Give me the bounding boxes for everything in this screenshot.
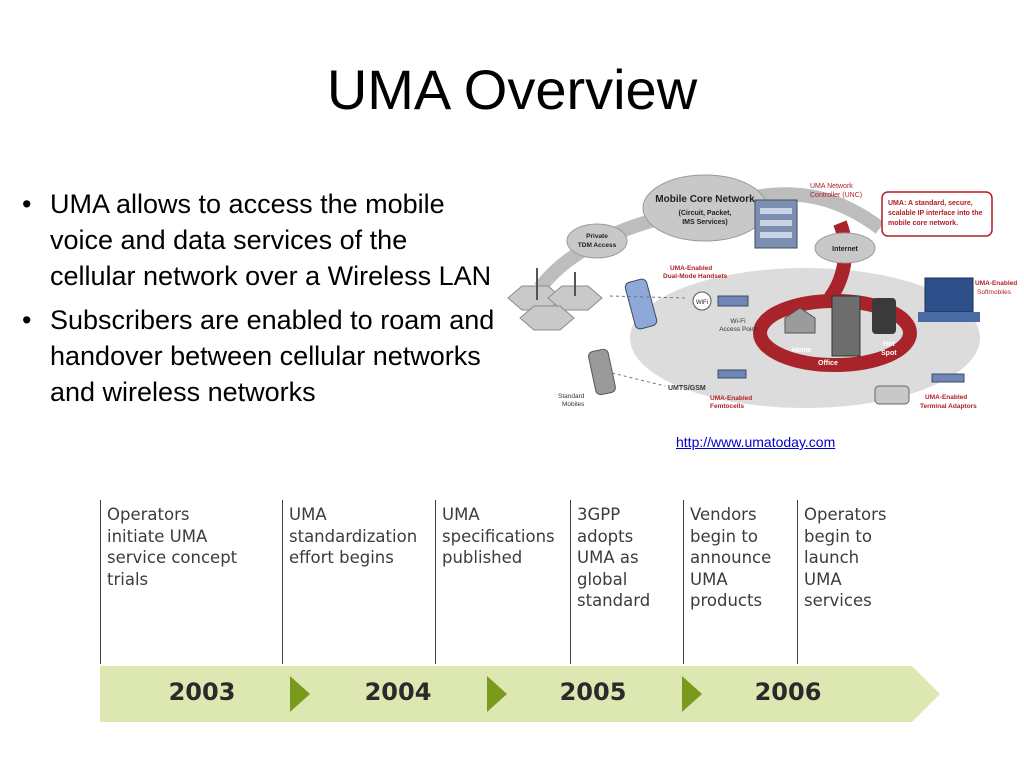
core-network-cloud [642, 174, 768, 242]
svg-text:UMA-Enabled: UMA-Enabled [925, 394, 967, 401]
svg-text:Standard: Standard [558, 393, 585, 400]
svg-text:UMA: A standard, secure,: UMA: A standard, secure, [888, 200, 973, 207]
dual-mode-phone-icon [624, 278, 658, 330]
standard-mobile-icon [588, 348, 616, 396]
timeline-year: 2006 [754, 678, 822, 706]
timeline-arrow-icon [682, 676, 702, 712]
bullet-item: •Subscribers are enabled to roam and han… [22, 305, 495, 407]
office-building-icon [831, 295, 861, 357]
source-link[interactable]: http://www.umatoday.com [676, 434, 836, 450]
terminal-adaptor-icon [931, 373, 965, 383]
timeline-year: 2005 [559, 678, 627, 706]
svg-text:scalable IP interface into the: scalable IP interface into the [888, 210, 983, 217]
svg-text:Spot: Spot [881, 350, 897, 357]
timeline-bar [100, 666, 940, 722]
svg-text:WiFi: WiFi [696, 300, 708, 306]
bullet-text: UMA allows to access the mobile voice an… [50, 189, 492, 291]
timeline-band [100, 666, 940, 722]
timeline-arrow-icon [487, 676, 507, 712]
timeline-event: UMA standardization effort begins [282, 500, 435, 664]
svg-text:Softmobiles: Softmobiles [977, 289, 1012, 296]
uma-network-diagram: Mobile Core Network (Circuit, Packet, IM… [507, 174, 1017, 410]
bullet-text: Subscribers are enabled to roam and hand… [50, 305, 495, 407]
svg-text:Internet: Internet [832, 246, 858, 253]
svg-text:UMA-Enabled: UMA-Enabled [975, 280, 1017, 287]
desk-phone-icon [874, 385, 910, 405]
svg-text:Hot: Hot [883, 341, 895, 348]
bullet-item: •UMA allows to access the mobile voice a… [22, 189, 492, 291]
internet-cloud [814, 232, 876, 264]
timeline-event: 3GPP adopts UMA as global standard [570, 500, 683, 664]
core-network-sub-1: (Circuit, Packet, [679, 210, 732, 217]
timeline-event: UMA specifications published [435, 500, 570, 664]
timeline-year: 2004 [364, 678, 432, 706]
svg-text:Office: Office [818, 360, 838, 367]
svg-text:Femtocells: Femtocells [710, 403, 744, 410]
bullet-list: •UMA allows to access the mobile voice a… [18, 186, 498, 418]
svg-text:Access Point: Access Point [719, 326, 757, 333]
timeline-arrow-icon [290, 676, 310, 712]
access-point-icon [717, 295, 749, 307]
svg-text:Home: Home [792, 347, 812, 354]
unc-label-2: Controller (UNC) [810, 192, 862, 199]
femtocell-icon [717, 369, 747, 379]
wifi-icon [692, 291, 712, 311]
core-link [748, 187, 885, 234]
svg-text:UMTS/GSM: UMTS/GSM [668, 385, 706, 392]
svg-text:UMA-Enabled: UMA-Enabled [670, 265, 712, 272]
private-tdm-cloud [566, 223, 628, 259]
page-title: UMA Overview [326, 58, 698, 121]
svg-text:Dual-Mode Handsets: Dual-Mode Handsets [663, 273, 728, 280]
svg-text:Wi-Fi: Wi-Fi [730, 318, 745, 325]
laptop-icon [924, 277, 974, 313]
timeline-event: Operators initiate UMA service concept t… [100, 500, 282, 664]
svg-text:mobile core network.: mobile core network. [888, 220, 958, 227]
timeline-year: 2003 [168, 678, 236, 706]
timeline-event: Operators begin to launch UMA services [797, 500, 940, 664]
svg-text:UMA-Enabled: UMA-Enabled [710, 395, 752, 402]
unc-label-1: UMA Network [810, 183, 853, 190]
uma-note-box [881, 191, 993, 237]
svg-text:Terminal Adaptors: Terminal Adaptors [920, 403, 977, 410]
home-building-icon [784, 307, 816, 334]
core-network-label: Mobile Core Network [655, 194, 755, 205]
hotspot-cup-icon [872, 298, 896, 334]
timeline-event: Vendors begin to announce UMA products [683, 500, 797, 664]
svg-text:Private: Private [586, 233, 608, 240]
svg-text:TDM Access: TDM Access [578, 242, 617, 249]
svg-text:Mobiles: Mobiles [562, 401, 585, 408]
core-network-sub-2: IMS Services) [682, 219, 728, 226]
timeline: Operators initiate UMA service concept t… [100, 500, 940, 722]
